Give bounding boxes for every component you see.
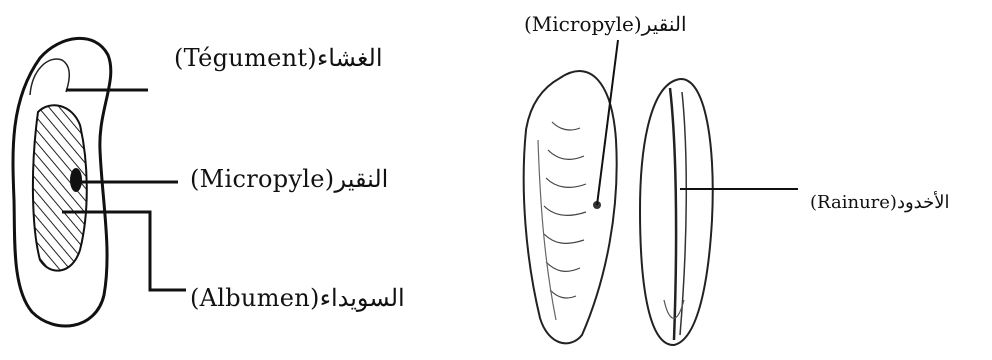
- label-tegument: (Tégument)الغشاء: [174, 44, 383, 72]
- micropyle-spot: [70, 168, 82, 192]
- label-rainure-ar: الأخدود: [897, 192, 950, 213]
- label-tegument-fr: (Tégument): [174, 44, 317, 72]
- seed-dorsal-outline: [524, 71, 617, 343]
- label-albumen-ar: السويداء: [320, 284, 405, 312]
- label-albumen-fr: (Albumen): [190, 284, 320, 312]
- seed-dorsal-scales: [538, 122, 586, 320]
- label-rainure: (Rainure)الأخدود: [810, 192, 950, 213]
- label-micropyle-left-fr: (Micropyle): [190, 165, 334, 193]
- label-rainure-fr: (Rainure): [810, 192, 897, 213]
- seed-dorsal-view: [524, 71, 617, 343]
- label-tegument-ar: الغشاء: [317, 44, 383, 72]
- label-micropyle-right-fr: (Micropyle): [524, 12, 642, 36]
- label-micropyle-right-ar: النقير: [642, 12, 687, 36]
- seed-ventral-view: [640, 79, 713, 345]
- label-micropyle-left-ar: النقير: [334, 165, 388, 193]
- rainure-groove: [670, 88, 676, 340]
- label-micropyle-left: (Micropyle)النقير: [190, 165, 388, 193]
- rainure-groove-edge: [680, 92, 686, 335]
- label-micropyle-right: (Micropyle)النقير: [524, 12, 687, 36]
- right-leader-lines: [597, 40, 798, 205]
- label-albumen: (Albumen)السويداء: [190, 284, 405, 312]
